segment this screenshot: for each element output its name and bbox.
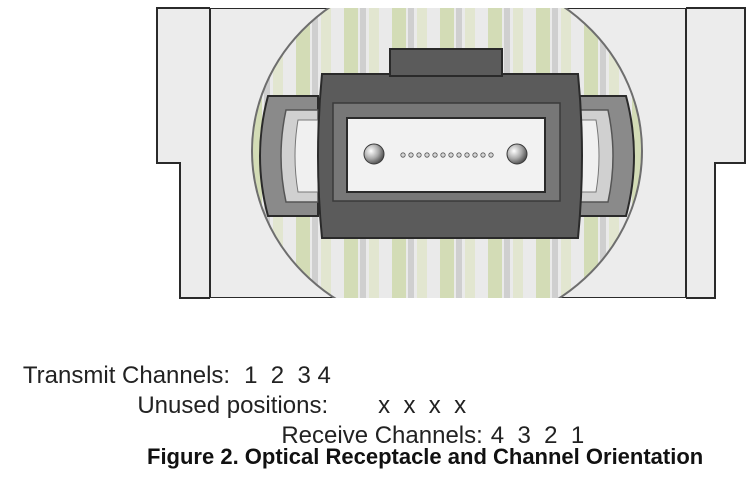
fiber-array-icon xyxy=(400,152,494,158)
unused-row: Unused positions: x x x x xyxy=(124,370,466,418)
unused-values: x x x x xyxy=(378,392,467,419)
bore-outline xyxy=(251,0,643,330)
fiber-position xyxy=(400,152,406,158)
transmit-label: Transmit Channels: xyxy=(22,362,231,389)
fiber-position xyxy=(408,152,414,158)
transmit-values: 1 2 3 4 xyxy=(244,362,331,389)
fiber-position xyxy=(464,152,470,158)
fiber-position xyxy=(440,152,446,158)
figure-caption: Figure 2. Optical Receptacle and Channel… xyxy=(147,444,704,469)
fiber-position xyxy=(424,152,430,158)
receive-row: Receive Channels: 4 3 2 1 xyxy=(268,400,584,448)
receive-values: 4 3 2 1 xyxy=(490,422,585,449)
guide-pin-left-icon xyxy=(363,143,385,165)
transmit-row: Transmit Channels: 1 2 3 4 xyxy=(10,340,331,388)
fiber-position xyxy=(472,152,478,158)
fiber-position xyxy=(456,152,462,158)
fiber-position xyxy=(448,152,454,158)
latch-left xyxy=(259,95,319,217)
latch-right xyxy=(575,95,635,217)
connector-key xyxy=(389,48,503,77)
fiber-position xyxy=(488,152,494,158)
optical-receptacle-diagram xyxy=(156,0,746,330)
fiber-position xyxy=(480,152,486,158)
fiber-position xyxy=(416,152,422,158)
fiber-position xyxy=(432,152,438,158)
receive-label: Receive Channels: xyxy=(281,422,483,449)
unused-label: Unused positions: xyxy=(137,392,329,419)
guide-pin-right-icon xyxy=(506,143,528,165)
